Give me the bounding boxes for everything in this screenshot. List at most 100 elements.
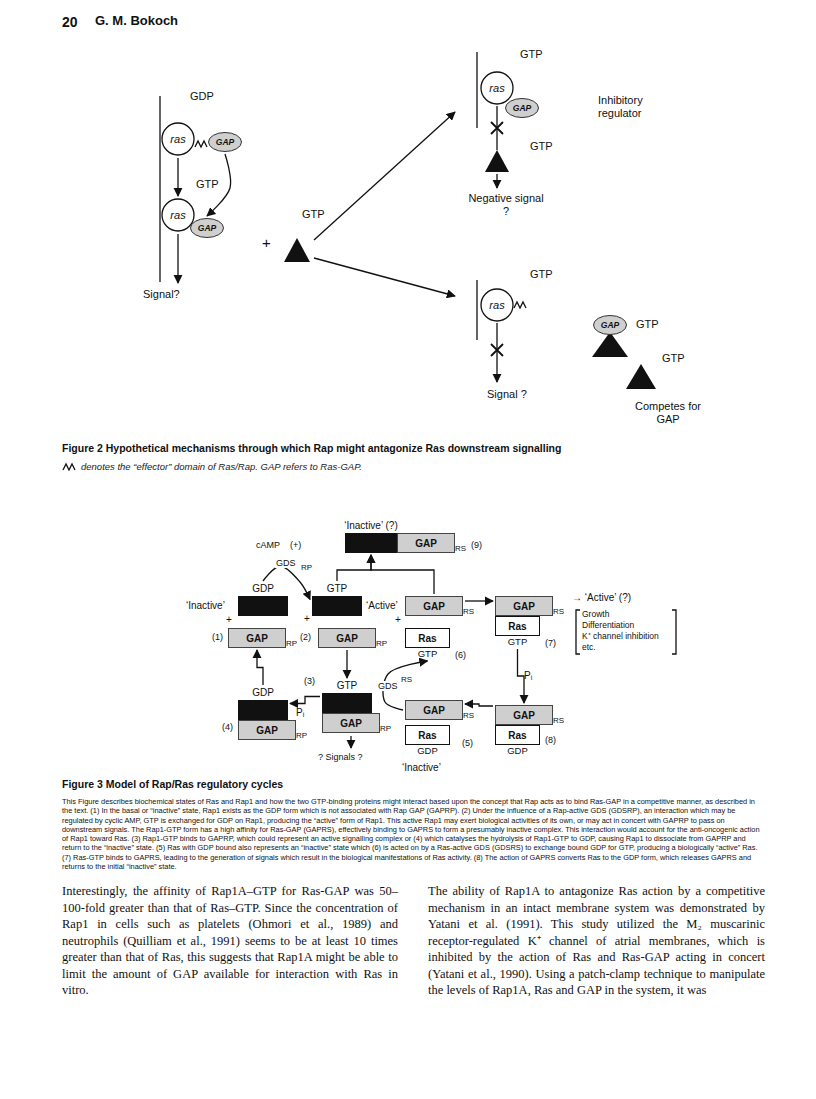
node-annotation: RS — [463, 711, 474, 720]
node-label: Ras — [496, 726, 539, 744]
figure-label: ? Signals ? — [318, 752, 363, 762]
node-annotation: GTP — [418, 648, 438, 659]
figure-label: Growth — [582, 610, 609, 620]
running-head: G. M. Bokoch — [95, 14, 178, 29]
block-mark — [491, 344, 503, 356]
ras-circle: ras — [480, 71, 514, 105]
connector-arrow — [337, 555, 371, 581]
node-label: Ras — [406, 629, 449, 647]
node-annotation: RS — [455, 544, 466, 553]
gap-box: GAPRS — [397, 533, 455, 553]
node-label: GAP — [398, 534, 454, 552]
legend-row: denotes the “effector” domain of Ras/Rap… — [62, 461, 362, 472]
node-label: ras — [161, 122, 195, 156]
figure-label: Signal? — [143, 288, 180, 301]
callout-number: (6) — [455, 650, 466, 660]
figure-label: Inhibitory regulator — [598, 94, 676, 119]
edge-label: GDS — [275, 558, 297, 568]
node-label: GAP — [208, 132, 242, 152]
connector-arrow — [346, 650, 347, 678]
callout-number: (9) — [471, 540, 482, 550]
node-annotation: GTP — [508, 636, 528, 647]
membrane-line — [159, 96, 160, 282]
node-label: GAP — [229, 629, 285, 647]
bracket — [576, 610, 580, 654]
node-annotation: RS — [463, 607, 474, 616]
membrane-line — [476, 52, 477, 128]
page-number: 20 — [62, 14, 78, 30]
gap-ellipse: GAP — [190, 218, 224, 238]
figure-label: GTP — [302, 208, 325, 221]
figure-label: → ‘Active’ (?) — [572, 592, 631, 604]
figure-label: GDP — [190, 90, 214, 103]
rap-box: GTP — [312, 596, 362, 616]
figure-caption: Figure 3 Model of Rap/Ras regulatory cyc… — [62, 778, 283, 790]
rap-box: GDP — [238, 700, 288, 720]
node-label: GAP — [319, 629, 375, 647]
callout-number: (8) — [545, 735, 556, 745]
caption-text: This Figure describes biochemical states… — [62, 797, 767, 871]
node-annotation: GTP — [337, 680, 358, 691]
node-label: Ras — [406, 726, 449, 744]
gap-box: GAPRS — [495, 596, 553, 616]
figure-label: Competes for GAP — [628, 400, 708, 425]
node-label: ras — [161, 198, 195, 232]
callout-number: (2) — [300, 632, 311, 642]
figure-label: RS — [401, 675, 412, 684]
figure-label: GTP — [662, 352, 685, 365]
rap-box: GDP — [238, 596, 288, 616]
node-label: GAP — [190, 218, 224, 238]
figure-label: Signal ? — [487, 388, 527, 401]
gap-box: GAPRS — [405, 596, 463, 616]
figure-label: Differentiation — [582, 621, 634, 631]
gap-ellipse: GAP — [505, 98, 539, 118]
gap-box: GAPRP — [228, 628, 286, 648]
node-annotation: RS — [553, 607, 564, 616]
figure-label: Pᵢ — [524, 670, 532, 682]
ras-circle: ras — [480, 288, 514, 322]
connector-arrow — [290, 697, 320, 704]
figure-label: Negative signal ? — [466, 192, 546, 217]
callout-number: (4) — [222, 722, 233, 732]
callout-number: (1) — [212, 632, 223, 642]
gap-ellipse: GAP — [208, 132, 242, 152]
node-annotation: GTP — [327, 583, 348, 594]
callout-number: (3) — [304, 676, 315, 686]
node-annotation: GDP — [252, 687, 274, 698]
signal-arrow — [496, 323, 497, 382]
rap-box: ‘Inactive’ (?) — [345, 533, 397, 553]
node-annotation: RP — [376, 639, 387, 648]
node-annotation: GDP — [507, 745, 528, 756]
ras-box: RasGTP — [405, 628, 450, 648]
connector-arrow — [177, 158, 178, 196]
node-label: ras — [480, 288, 514, 322]
figure-label: ‘Active’ — [366, 600, 398, 612]
gtp-protein-triangle — [592, 332, 628, 357]
node-label: GAP — [593, 315, 627, 335]
node-annotation: ‘Inactive’ (?) — [344, 520, 398, 531]
figure-label: GTP — [530, 140, 553, 153]
node-label: GAP — [323, 714, 379, 732]
figure-label: GTP — [520, 48, 543, 61]
figure-label: GTP — [636, 318, 659, 331]
figure-label: cAMP — [256, 540, 280, 550]
figure-label: + — [395, 614, 401, 626]
figure-label: ‘Inactive’ — [186, 600, 225, 612]
gap-box: GAPRP — [238, 720, 296, 740]
ras-circle: ras — [161, 122, 195, 156]
body-text: Interestingly, the affinity of Rap1A–GTP… — [62, 883, 398, 999]
figure-label: GTP — [530, 268, 553, 281]
node-label: Ras — [496, 617, 539, 635]
figure-label: K⁺ channel inhibition — [582, 632, 659, 642]
ras-circle: ras — [161, 198, 195, 232]
branch-arrow — [314, 112, 455, 240]
signal-arrow — [177, 234, 178, 283]
gtp-protein-triangle — [626, 364, 656, 389]
connector-arrow — [257, 650, 263, 685]
signal-arrow — [350, 736, 351, 748]
figure-label: Pᵢ — [296, 707, 304, 719]
edge-label: GDS — [377, 681, 399, 691]
node-label: GAP — [239, 721, 295, 739]
gtp-protein-triangle — [284, 238, 310, 262]
